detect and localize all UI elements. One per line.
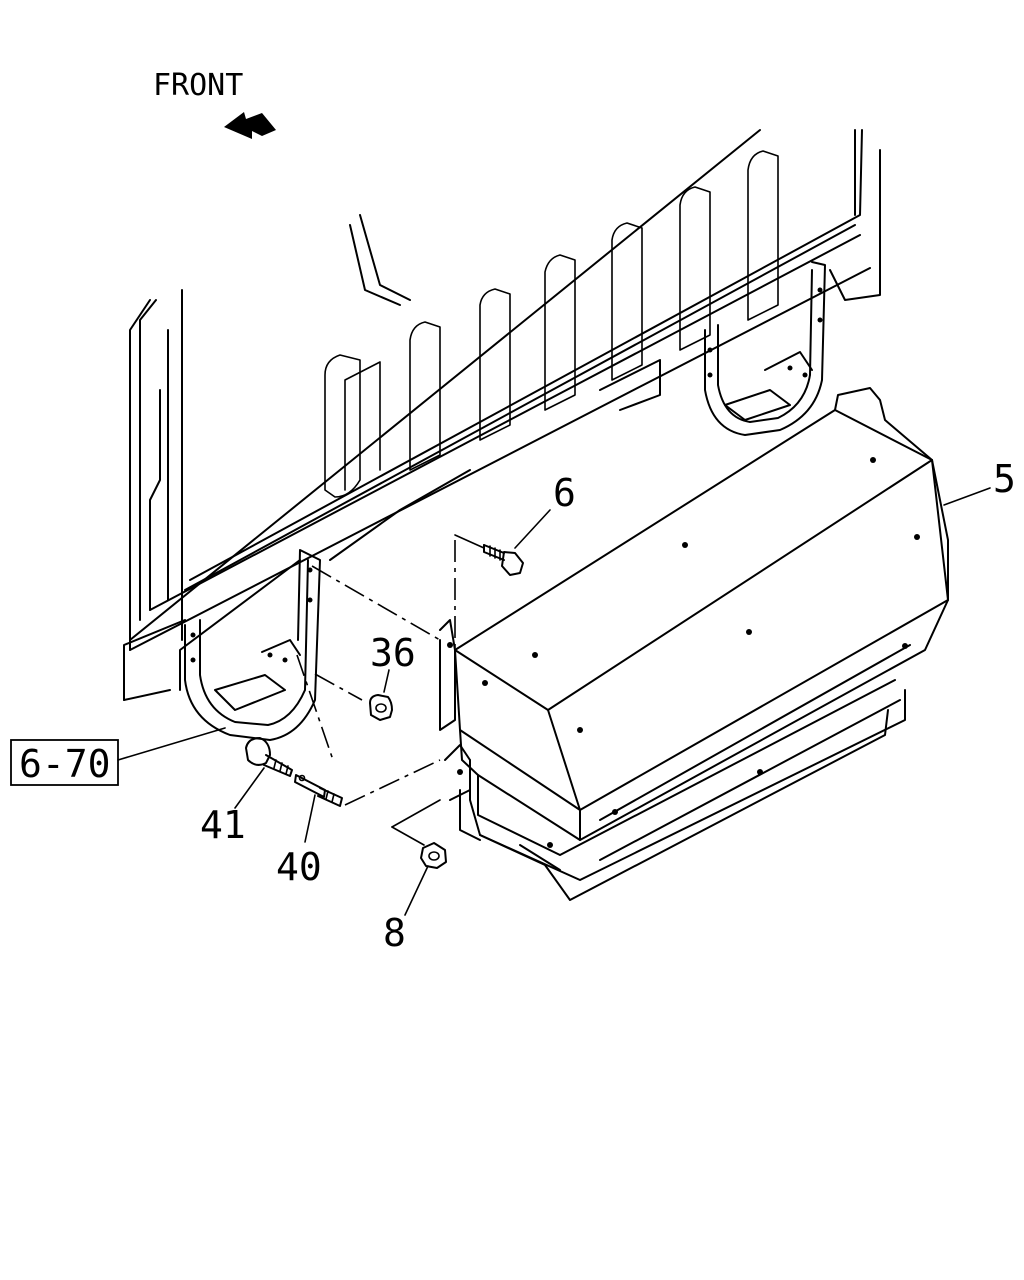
leader-lines bbox=[117, 487, 991, 916]
front-label: FRONT bbox=[153, 68, 243, 103]
callout-6: 6 bbox=[553, 471, 576, 515]
cab-rear-panel bbox=[123, 129, 881, 701]
right-mount-bracket bbox=[704, 261, 826, 436]
bolt-part-41 bbox=[245, 737, 293, 777]
alignment-lines bbox=[296, 534, 485, 846]
callout-40: 40 bbox=[276, 845, 322, 889]
stud-part-40 bbox=[294, 774, 343, 807]
callout-5: 5 bbox=[993, 457, 1016, 501]
callout-36: 36 bbox=[370, 631, 416, 675]
bolt-part-6 bbox=[483, 544, 524, 576]
box-cover-part-5 bbox=[439, 387, 949, 901]
reference-box bbox=[10, 739, 119, 786]
callout-8: 8 bbox=[383, 911, 406, 955]
callout-6-70: 6-70 bbox=[19, 742, 111, 786]
front-arrow-icon bbox=[224, 112, 276, 139]
nut-part-36 bbox=[369, 694, 393, 721]
nut-part-8 bbox=[420, 842, 447, 869]
callout-41: 41 bbox=[200, 803, 246, 847]
